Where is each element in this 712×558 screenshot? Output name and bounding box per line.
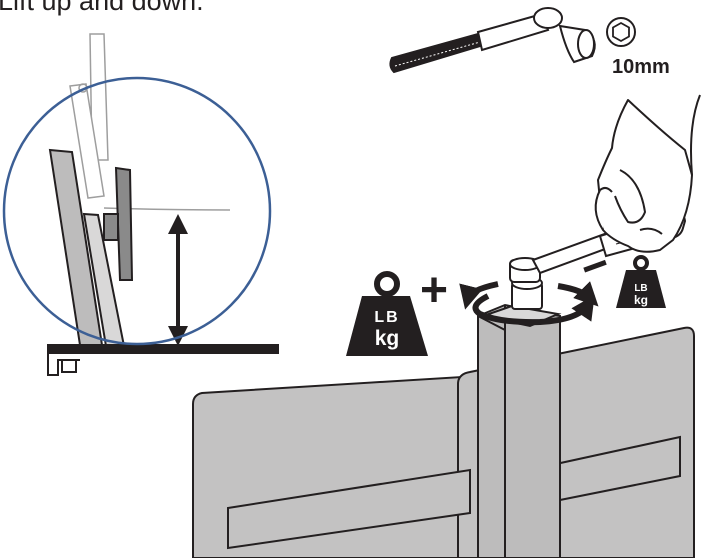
weight-icon-large: LB kg xyxy=(346,274,428,356)
raised-monitor-outline xyxy=(70,34,230,210)
zoom-circle xyxy=(4,78,270,344)
weight-icon-small: LB kg xyxy=(616,257,666,308)
weight-small-unit-kg: kg xyxy=(634,293,648,307)
hex-socket-icon xyxy=(607,18,635,46)
increase-tension-sign: + xyxy=(420,264,448,317)
height-adjustment-detail xyxy=(4,34,278,375)
desk-surface xyxy=(48,345,278,375)
hand-icon xyxy=(596,95,700,252)
stand-column xyxy=(478,305,560,558)
weight-large-unit-kg: kg xyxy=(375,327,400,350)
monitor-panels xyxy=(193,328,694,558)
ratchet-wrench-icon xyxy=(390,8,594,72)
weight-large-unit-lb: LB xyxy=(374,309,399,326)
